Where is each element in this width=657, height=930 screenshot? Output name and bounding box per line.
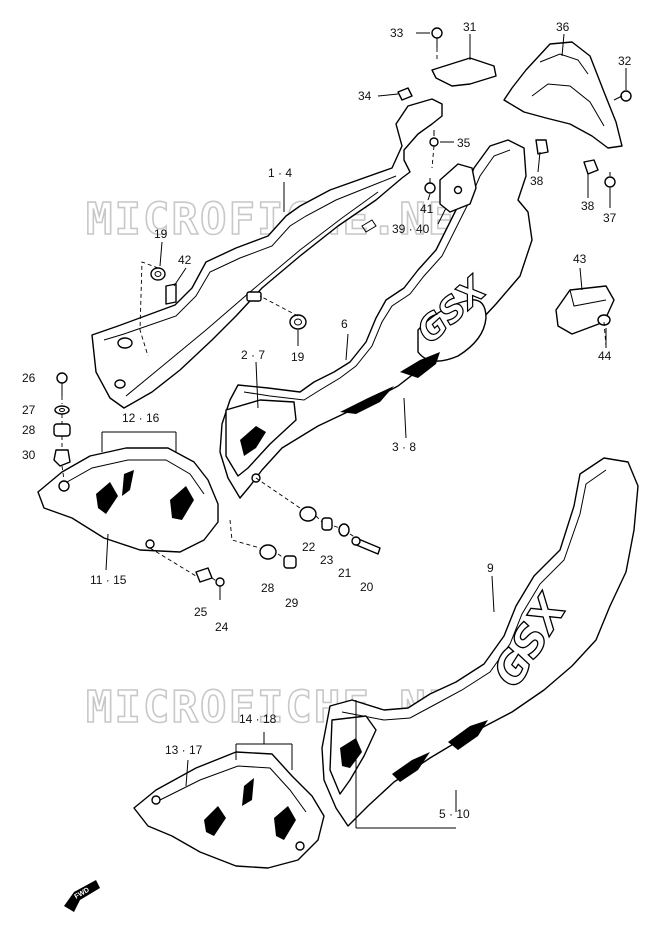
callout-12-16: 12 · 16 xyxy=(122,411,160,425)
callout-3-8: 3 · 8 xyxy=(392,440,416,454)
callout-38-a: 38 xyxy=(530,174,544,188)
callout-29: 29 xyxy=(285,596,299,610)
assembly-lines xyxy=(61,48,607,583)
tail-cover-part xyxy=(91,98,443,409)
callout-11-15: 11 · 15 xyxy=(90,573,127,587)
callout-33: 33 xyxy=(390,26,404,40)
grab-rail-part xyxy=(503,41,623,175)
callout-1-4: 1 · 4 xyxy=(268,166,292,180)
callout-20: 20 xyxy=(360,580,374,594)
callout-26: 26 xyxy=(22,371,36,385)
inner-cover-right-part xyxy=(133,751,325,869)
block-part xyxy=(555,285,615,335)
callout-labels: 33 31 36 32 34 35 38 38 37 41 39 · 40 1 … xyxy=(22,20,632,821)
callout-42: 42 xyxy=(178,253,192,267)
frame-cover-part: GSX xyxy=(219,139,533,499)
callout-14-18: 14 · 18 xyxy=(239,712,277,726)
leader-lines xyxy=(101,32,627,829)
callout-35: 35 xyxy=(457,136,471,150)
hardware-group xyxy=(53,27,632,600)
callout-13-17: 13 · 17 xyxy=(165,743,203,757)
callout-2-7: 2 · 7 xyxy=(241,348,265,362)
callout-39-40: 39 · 40 xyxy=(392,222,430,236)
callout-5-10: 5 · 10 xyxy=(439,807,470,821)
seat-lock-cover-part xyxy=(431,57,497,87)
callout-19-top: 19 xyxy=(154,227,168,241)
callout-43: 43 xyxy=(573,252,587,266)
callout-41: 41 xyxy=(420,202,434,216)
callout-27: 27 xyxy=(22,403,36,417)
callout-31: 31 xyxy=(463,20,477,34)
callout-28-a: 28 xyxy=(22,423,36,437)
callout-28-b: 28 xyxy=(261,581,275,595)
fwd-arrow: FWD xyxy=(64,880,100,912)
callout-38-b: 38 xyxy=(581,199,595,213)
callout-32: 32 xyxy=(618,54,632,68)
callout-34: 34 xyxy=(358,89,372,103)
bracket-part xyxy=(439,163,477,213)
callout-21: 21 xyxy=(338,566,352,580)
callout-19-mid: 19 xyxy=(291,350,305,364)
inner-cover-left-part xyxy=(37,447,219,553)
callout-6: 6 xyxy=(341,317,348,331)
callout-44: 44 xyxy=(598,349,612,363)
callout-22: 22 xyxy=(302,540,316,554)
callout-23: 23 xyxy=(320,553,334,567)
lower-cover-part: GSX xyxy=(321,457,639,827)
callout-37: 37 xyxy=(603,211,617,225)
callout-24: 24 xyxy=(215,620,229,634)
callout-25: 25 xyxy=(194,605,208,619)
callout-9: 9 xyxy=(487,561,494,575)
callout-36: 36 xyxy=(556,20,570,34)
callout-30: 30 xyxy=(22,448,36,462)
